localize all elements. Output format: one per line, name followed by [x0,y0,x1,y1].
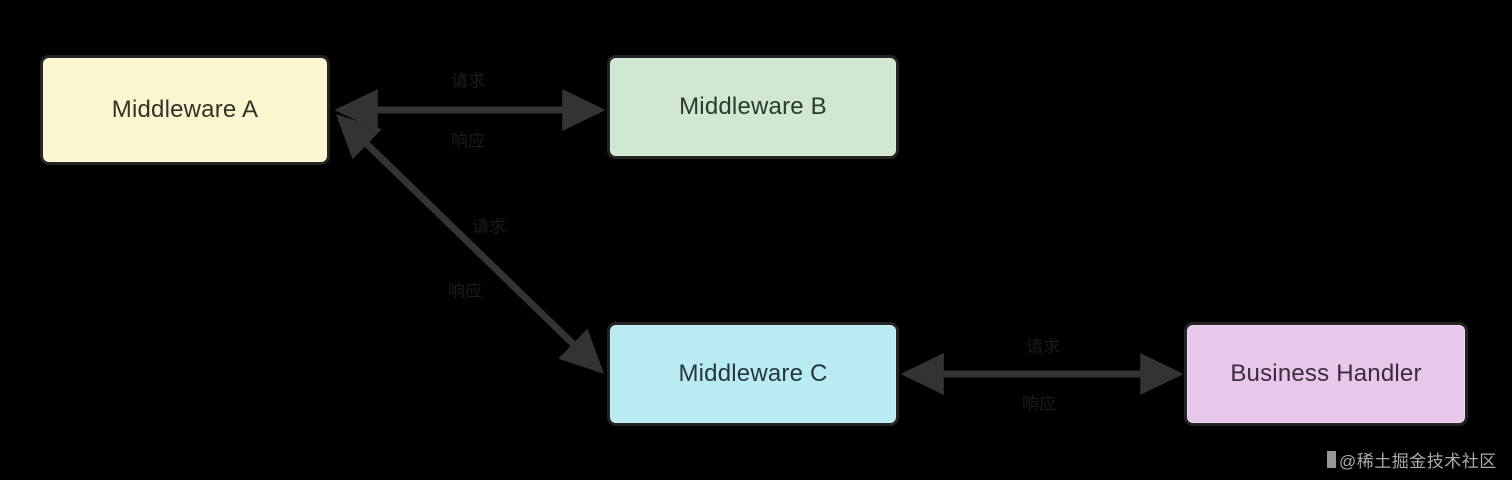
watermark: @稀土掘金技术社区 [1327,447,1497,472]
edge-a-to-b-label-bottom: 响应 [451,131,485,151]
node-business-handler[interactable]: Business Handler [1187,325,1465,423]
watermark-text: @稀土掘金技术社区 [1339,452,1497,471]
edge-a-to-c-label-bottom: 响应 [448,281,482,301]
edge-a-to-b-label-top: 请求 [451,71,485,91]
node-middleware-b[interactable]: Middleware B [610,58,896,156]
edge-a-to-c-label-top: 请求 [472,217,506,237]
node-middleware-a-label: Middleware A [111,96,259,123]
node-middleware-b-label: Middleware B [679,93,827,120]
edge-c-to-handler-label-bottom: 响应 [1022,394,1056,414]
edge-c-to-handler-label-top: 请求 [1026,337,1060,357]
node-middleware-c[interactable]: Middleware C [610,325,896,423]
edge-a-to-c-line [335,114,605,374]
node-middleware-a[interactable]: Middleware A [43,58,327,162]
watermark-bar [1327,451,1336,468]
node-business-handler-label: Business Handler [1230,360,1422,387]
node-middleware-c-label: Middleware C [678,360,828,387]
